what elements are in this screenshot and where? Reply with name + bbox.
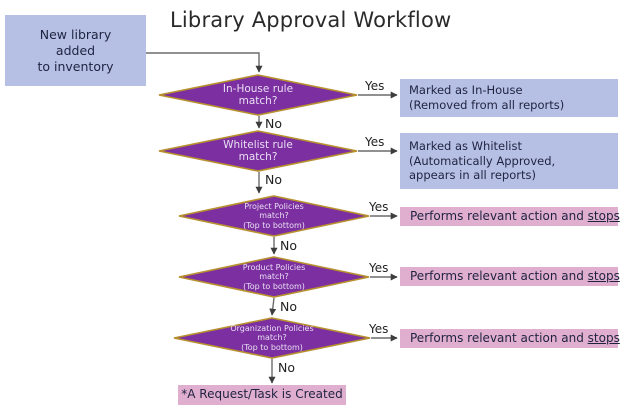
edge-start-to-inhouse (146, 52, 263, 73)
edge-label-inhouse-no: No (265, 116, 282, 131)
outcome-emphasis: stops (587, 330, 620, 345)
edge-label-whitelist-no: No (265, 172, 282, 187)
diamond-shape (158, 74, 358, 116)
start-line-2: added (55, 42, 96, 58)
edge-label-inhouse-yes: Yes (365, 79, 385, 93)
outcome-line: Performs relevant action and stops (410, 268, 620, 284)
diamond-shape (178, 256, 370, 298)
start-line-1: New library (39, 26, 112, 42)
outcome-line: (Automatically Approved, (409, 153, 556, 168)
outcome-line: Performs relevant action and stops (410, 208, 620, 224)
outcome-text: Performs relevant action and (410, 330, 588, 345)
outcome-emphasis: stops (587, 208, 620, 223)
decision-organization-policies: Organization Policies match? (Top to bot… (173, 317, 371, 359)
outcome-line: Marked as In-House (409, 83, 523, 98)
decision-project-policies: Project Policies match? (Top to bottom) (178, 195, 370, 237)
edge-label-product-no: No (280, 299, 297, 314)
diamond-shape (158, 130, 358, 172)
edge-label-org-yes: Yes (369, 322, 389, 336)
edge-label-org-no: No (278, 360, 295, 375)
decision-product-policies: Product Policies match? (Top to bottom) (178, 256, 370, 298)
edge-label-project-no: No (280, 238, 297, 253)
outcome-text: Performs relevant action and (410, 208, 588, 223)
outcome-emphasis: stops (587, 268, 620, 283)
outcome-line: (Removed from all reports) (409, 98, 565, 112)
decision-whitelist-rule: Whitelist rule match? (158, 130, 358, 172)
outcome-line: Marked as Whitelist (409, 138, 523, 153)
diamond-shape (173, 317, 371, 359)
edge-label-product-yes: Yes (369, 261, 389, 275)
start-node: New library added to inventory (5, 15, 146, 86)
diamond-shape (178, 195, 370, 237)
edge-label-project-yes: Yes (369, 200, 389, 214)
outcome-project-policies: Performs relevant action and stops (400, 207, 620, 226)
edge-product-no (269, 297, 277, 316)
start-line-3: to inventory (37, 58, 114, 74)
edge-label-whitelist-yes: Yes (365, 135, 385, 149)
final-node-request-task-created: *A Request/Task is Created (178, 385, 346, 405)
final-node-label: *A Request/Task is Created (181, 387, 343, 402)
page-title: Library Approval Workflow (170, 8, 452, 32)
outcome-organization-policies: Performs relevant action and stops (400, 329, 620, 348)
outcome-line: Performs relevant action and stops (410, 330, 620, 346)
outcome-in-house: Marked as In-House (Removed from all rep… (400, 79, 618, 117)
outcome-line: appears in all reports) (409, 168, 536, 183)
outcome-whitelist: Marked as Whitelist (Automatically Appro… (400, 133, 618, 189)
decision-in-house-rule: In-House rule match? (158, 74, 358, 116)
outcome-product-policies: Performs relevant action and stops (400, 267, 620, 286)
outcome-text: Performs relevant action and (410, 268, 588, 283)
